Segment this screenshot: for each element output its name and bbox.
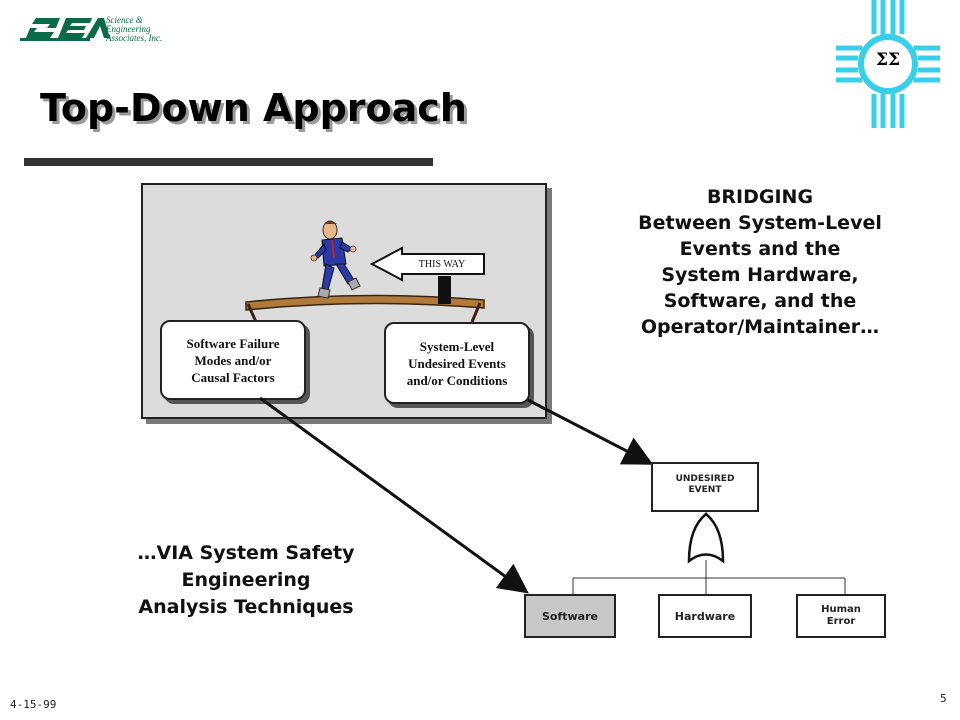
via-line-2: Engineering xyxy=(181,569,311,591)
logo-line-2: Engineering xyxy=(106,24,151,34)
bridging-line-6: Operator/Maintainer… xyxy=(640,316,880,338)
via-line-3: Analysis Techniques xyxy=(138,596,354,618)
system-level-line-1: System-Level xyxy=(419,338,495,354)
undesired-event-line-2: EVENT xyxy=(688,485,722,495)
page-number: 5 xyxy=(940,692,947,705)
via-text: …VIA System Safety Engineering Analysis … xyxy=(96,540,396,621)
hardware-leaf-box: Hardware xyxy=(658,594,752,638)
bridging-line-3: Events and the xyxy=(679,238,841,260)
software-leaf-label: Software xyxy=(542,609,598,623)
sigma-symbol: ΣΣ xyxy=(875,50,901,70)
undesired-event-box: UNDESIRED EVENT xyxy=(651,462,759,512)
system-level-box: System-Level Undesired Events and/or Con… xyxy=(384,322,530,404)
software-failure-box: Software Failure Modes and/or Causal Fac… xyxy=(160,320,306,400)
software-failure-line-1: Software Failure xyxy=(186,335,280,351)
or-gate-icon xyxy=(687,512,725,564)
sign-post xyxy=(438,276,451,304)
sea-logo-icon xyxy=(20,18,110,41)
software-leaf-box: Software xyxy=(524,594,616,638)
system-level-line-2: Undesired Events xyxy=(408,355,506,371)
title-underline xyxy=(24,158,433,166)
arrow-to-software xyxy=(259,396,529,594)
bridging-line-5: Software, and the xyxy=(663,290,857,312)
human-error-line-1: Human xyxy=(821,604,861,615)
software-failure-line-3: Causal Factors xyxy=(191,369,275,385)
company-logo: Science & Engineering Associates, Inc. xyxy=(20,14,180,48)
via-line-1: …VIA System Safety xyxy=(137,542,355,564)
walking-man-icon xyxy=(310,220,361,299)
bridging-line-1: BRIDGING xyxy=(706,186,814,208)
footer-date: 4-15-99 xyxy=(10,698,57,711)
bridging-text: BRIDGING Between System-Level Events and… xyxy=(580,184,940,340)
system-level-line-3: and/or Conditions xyxy=(406,372,508,388)
bridging-line-2: Between System-Level xyxy=(638,212,882,234)
hardware-leaf-label: Hardware xyxy=(674,609,736,623)
software-failure-line-2: Modes and/or xyxy=(194,352,272,368)
logo-line-1: Science & xyxy=(106,15,143,25)
human-error-line-2: Error xyxy=(826,616,856,627)
sign-label: THIS WAY xyxy=(418,259,466,270)
human-error-leaf-box: Human Error xyxy=(796,594,886,638)
logo-line-3: Associates, Inc. xyxy=(106,33,163,43)
arrow-sign-icon xyxy=(370,246,485,282)
arrow-to-undesired-event xyxy=(527,398,654,465)
bridging-line-4: System Hardware, xyxy=(661,264,859,286)
page-title: Top-Down Approach xyxy=(40,86,467,130)
zia-sun-icon xyxy=(836,0,940,128)
undesired-event-line-1: UNDESIRED xyxy=(675,474,735,484)
